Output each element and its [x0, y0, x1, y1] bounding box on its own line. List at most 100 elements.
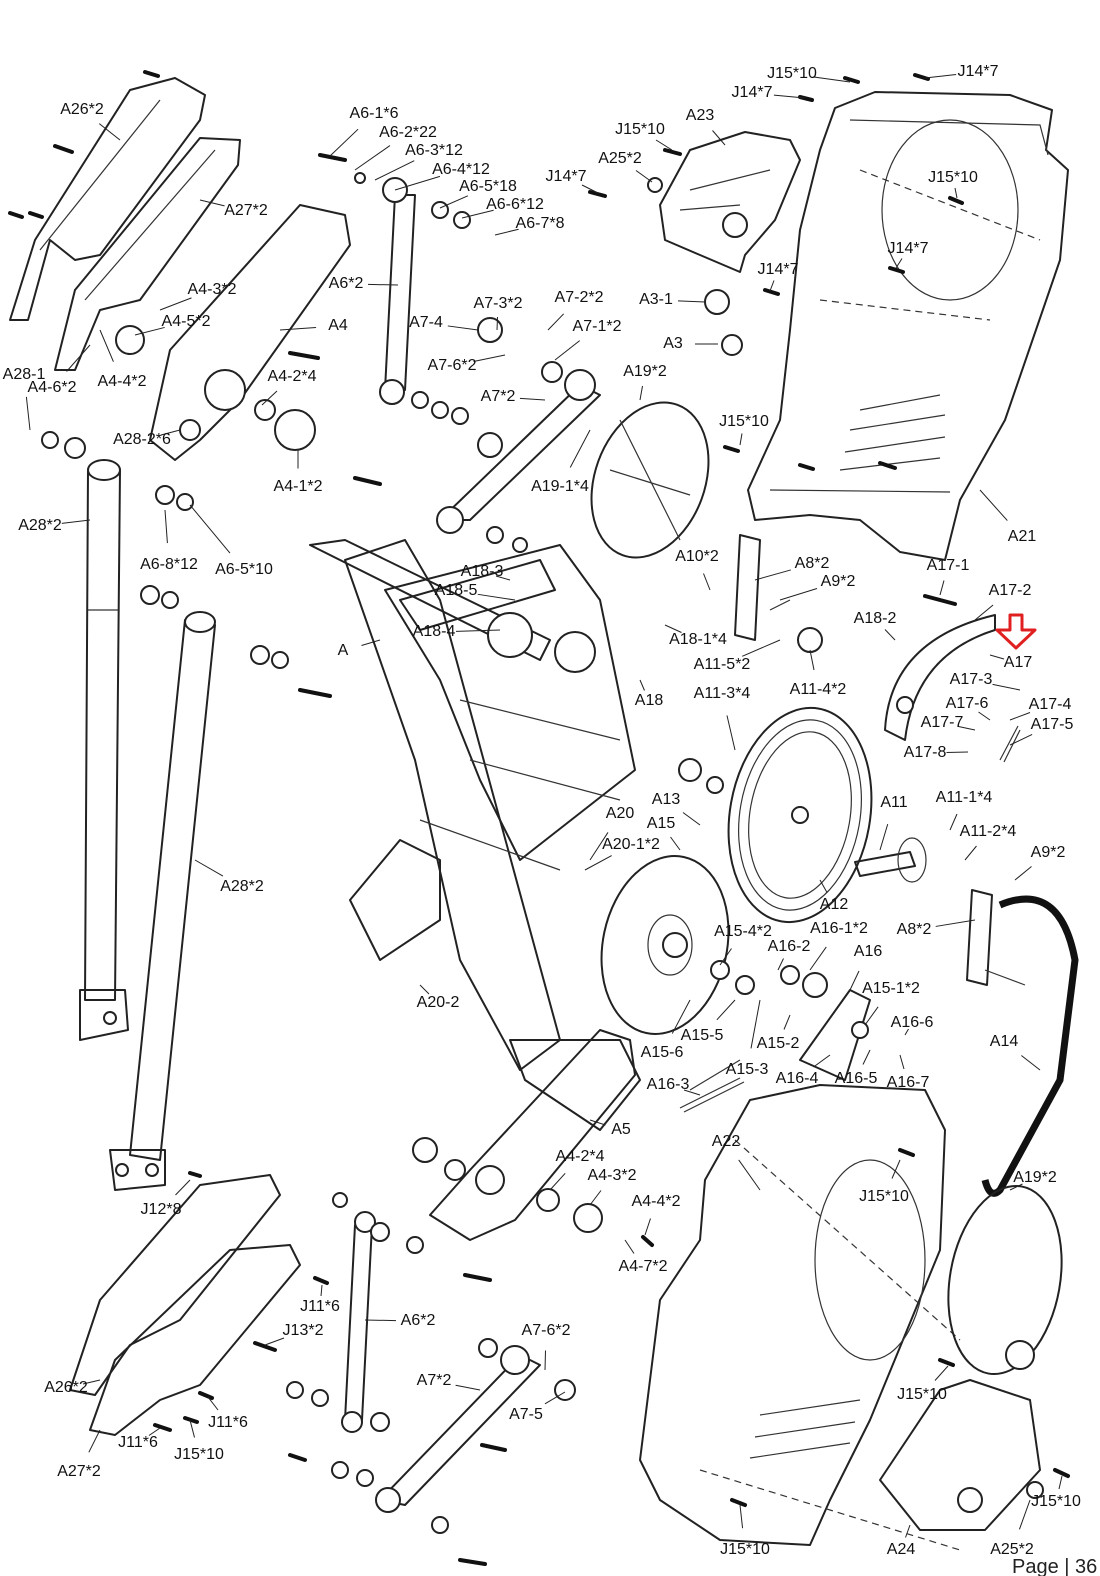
leader-line	[809, 649, 815, 671]
part-label-a18-1-4: A18-1*4	[669, 631, 727, 648]
leader-line	[189, 504, 231, 554]
part-label-j15-10-c: J15*10	[928, 169, 978, 186]
part-label-a15: A15	[646, 815, 676, 832]
leader-line	[719, 948, 732, 966]
leader-line	[455, 1384, 481, 1391]
leader-line	[716, 999, 736, 1021]
leader-line	[364, 1319, 397, 1322]
part-label-j15-10-i: J15*10	[720, 1541, 770, 1558]
page-footer: Page | 36	[1012, 1556, 1098, 1576]
leader-line	[750, 999, 761, 1049]
cover-a24	[879, 1379, 1044, 1531]
part-label-a16-6: A16-6	[890, 1014, 934, 1031]
leader-line	[361, 639, 381, 646]
leader-line	[320, 1284, 323, 1297]
leader-line	[134, 326, 165, 336]
part-label-a17-1: A17-1	[926, 557, 970, 574]
leader-line	[924, 73, 957, 79]
part-label-j14-7-e: J14*7	[757, 261, 799, 278]
leader-line	[813, 76, 851, 83]
leader-line	[554, 340, 581, 361]
leader-line	[354, 145, 391, 171]
handle-cover-bottom	[69, 1174, 301, 1436]
part-label-a18-4: A18-4	[412, 623, 456, 640]
leader-line	[99, 329, 114, 362]
leader-line	[584, 855, 612, 871]
part-label-a19-2-b: A19*2	[1013, 1169, 1057, 1186]
leader-line	[899, 1054, 905, 1070]
part-label-j15-10-h: J15*10	[1031, 1493, 1081, 1510]
part-label-a16-5: A16-5	[834, 1070, 878, 1087]
part-label-j14-7-d: J14*7	[887, 240, 929, 257]
part-label-a17-8: A17-8	[903, 744, 947, 761]
part-label-a11-2-4: A11-2*4	[959, 823, 1017, 840]
handle-cover-top	[9, 77, 241, 371]
leader-line	[455, 629, 501, 632]
part-label-a7-2-b: A7*2	[416, 1372, 452, 1389]
part-label-j15-10-e: J15*10	[859, 1188, 909, 1205]
tube-a28-mid	[109, 611, 216, 1191]
part-label-a4-7-2: A4-7*2	[618, 1258, 668, 1275]
part-label-a15-2: A15-2	[756, 1035, 800, 1052]
part-label-a14: A14	[989, 1033, 1019, 1050]
part-label-a9-2-b: A9*2	[1030, 844, 1066, 861]
leader-line	[494, 228, 519, 236]
part-label-a27-2-a: A27*2	[224, 202, 268, 219]
part-label-a20: A20	[605, 805, 635, 822]
leader-line	[589, 1119, 606, 1126]
idler-a16	[689, 972, 871, 1091]
leader-line	[862, 1049, 871, 1065]
leader-line	[979, 489, 1008, 521]
part-label-a17: A17	[1003, 654, 1033, 671]
leader-line	[664, 624, 682, 633]
leader-line	[549, 1172, 566, 1191]
part-label-a12: A12	[819, 896, 849, 913]
part-label-a16: A16	[853, 943, 883, 960]
part-label-j11-6-a: J11*6	[300, 1298, 340, 1315]
part-label-a22: A22	[711, 1133, 741, 1150]
leader-line	[773, 94, 806, 99]
part-label-a6-2-b: A6*2	[400, 1312, 436, 1329]
leader-line	[742, 639, 781, 657]
part-label-a27-2-b: A27*2	[57, 1463, 101, 1480]
leader-line	[891, 1159, 901, 1179]
part-label-a15-5: A15-5	[680, 1027, 724, 1044]
leader-line	[329, 128, 359, 157]
part-label-a17-6: A17-6	[945, 695, 989, 712]
part-label-a4: A4	[328, 317, 348, 334]
leader-line	[777, 958, 784, 971]
part-label-a10-2: A10*2	[675, 548, 719, 565]
leader-line	[159, 297, 192, 311]
cover-a21	[747, 91, 1069, 561]
part-label-j12-8: J12*8	[140, 1201, 182, 1218]
leader-line	[496, 316, 498, 331]
part-label-a16-1-2: A16-1*2	[810, 920, 868, 937]
leader-line	[639, 679, 645, 691]
leader-line	[879, 823, 889, 851]
part-label-a6-5-10: A6-5*10	[215, 561, 273, 578]
leader-line	[461, 209, 494, 219]
tube-a28-left	[79, 459, 129, 1041]
part-label-j15-10-f: J15*10	[897, 1386, 947, 1403]
leader-line	[809, 946, 827, 971]
part-label-j11-6-b: J11*6	[208, 1414, 248, 1431]
leader-line	[473, 354, 506, 363]
leader-line	[148, 1427, 161, 1436]
part-label-a20-2: A20-2	[416, 994, 460, 1011]
leader-line	[964, 845, 977, 861]
part-label-a11-5-2: A11-5*2	[693, 656, 751, 673]
leader-line	[813, 1054, 831, 1068]
leader-line	[589, 832, 609, 861]
leader-line	[447, 325, 479, 331]
part-label-a15-6: A15-6	[640, 1044, 684, 1061]
disc-a19-bottom	[947, 1184, 1063, 1376]
leader-line	[82, 1379, 101, 1385]
leader-line	[904, 1028, 909, 1036]
cover-a22	[639, 1084, 961, 1551]
part-label-a11-3-4: A11-3*4	[693, 685, 751, 702]
part-label-a17-2: A17-2	[988, 582, 1032, 599]
leader-line	[726, 715, 736, 751]
leader-line	[739, 1504, 744, 1529]
part-label-a4-3-2-a: A4-3*2	[187, 281, 237, 298]
